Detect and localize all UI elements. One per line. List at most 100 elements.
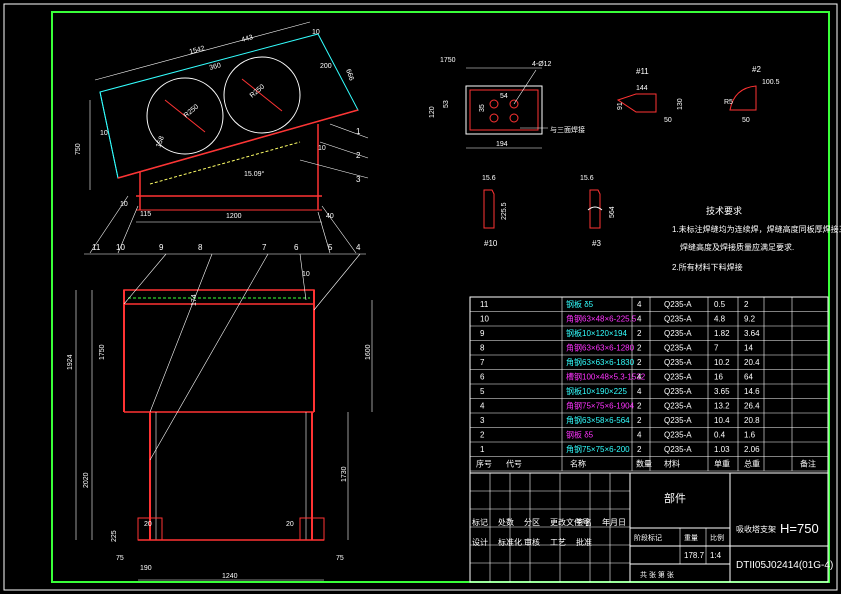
bom-no: 7 [480,358,485,367]
callout-1: 1 [356,127,361,136]
sec-dim-194: 194 [496,141,508,148]
tb-left-label: 审核 [524,537,540,547]
bom-no: 6 [480,373,485,382]
brace-line [149,141,301,185]
sec-dim-1750: 1750 [440,57,456,64]
fan-diag-right [241,78,283,112]
bom-qty: 2 [637,329,642,338]
bom-header-cell: 数量 [636,459,652,469]
bom-header-cell: 单重 [714,459,730,469]
bom-qty: 4 [637,315,642,324]
dim-10a: 10 [312,29,320,36]
bom-material: Q235-A [664,373,692,382]
tb-left-label: 处数 [498,517,514,527]
outer-frame [3,3,838,591]
fv-dim-75a: 75 [116,555,124,562]
fv-dim-2020: 2020 [83,472,90,488]
hole-1 [489,99,499,109]
bom-name: 角钢75×75×6-200 [566,444,630,454]
bom-material: Q235-A [664,358,692,367]
bom-name: 角钢63×58×6-564 [566,415,630,425]
callout-3: 3 [356,175,361,184]
bom-total-weight: 20.8 [744,416,760,425]
bom-name: 钢板10×120×194 [566,328,627,338]
dim-360: 360 [209,62,222,72]
tb-scale-label: 比例 [710,533,724,542]
fan-diag-left [164,99,206,133]
bom-no: 3 [480,416,485,425]
dim-750: 750 [75,143,82,155]
dim-10b: 10 [100,130,108,137]
bom-unit-weight: 1.03 [714,445,730,454]
dim-1200: 1200 [226,213,242,220]
fv-dim-20a: 20 [144,521,152,528]
fv-dim-10: 10 [302,271,310,278]
tilted-housing [99,33,359,179]
hole-4 [509,113,519,123]
bom-material: Q235-A [664,402,692,411]
fv-dim-20b: 20 [286,521,294,528]
radius-left: R250 [183,103,200,119]
sec-dim-holes: 4-Ø12 [532,61,552,68]
part-11-label: #11 [636,67,649,76]
callout-4: 4 [356,243,361,252]
bom-total-weight: 1.6 [744,431,756,440]
bom-qty: 2 [637,358,642,367]
callout-2: 2 [356,151,361,160]
hole-2 [509,99,519,109]
bom-qty: 4 [637,431,642,440]
part-view-11: #11 144 91 130 50 [616,67,684,124]
tb-left-label: 更改文件号 [550,517,590,527]
bom-no: 11 [480,300,489,309]
bom-name: 钢板 δ5 [566,299,594,309]
part-10-label: #10 [484,239,498,248]
bom-material: Q235-A [664,344,692,353]
bom-total-weight: 2.06 [744,445,760,454]
part-view-10: #10 15.6 225.5 [482,175,508,248]
drawing-border [51,11,830,583]
dim-115: 115 [140,211,151,218]
bom-material: Q235-A [664,329,692,338]
tb-drawing-name: 吸收塔支架 [736,524,776,534]
callout-5: 5 [328,243,333,252]
bom-qty: 2 [637,416,642,425]
part-view-3: #3 15.6 564 [580,175,616,248]
tech-req-line-2: 焊缝高度及焊接质量应满足要求. [680,242,794,252]
bom-name: 角钢75×75×6-1904 [566,401,635,411]
callout-10: 10 [116,243,125,252]
bom-unit-weight: 7 [714,344,719,353]
tb-sheet: 共 张 第 张 [640,570,674,579]
tech-req-line-1: 1.未标注焊缝均为连续焊，焊缝高度同板厚焊接三面 [672,224,841,234]
fv-dim-1750: 1750 [99,344,106,360]
part-11-dim-130: 130 [677,98,684,110]
callout-8: 8 [198,243,203,252]
bom-unit-weight: 0.5 [714,300,726,309]
bom-name: 角钢63×63×6-1280 [566,343,635,353]
fv-dim-225: 225 [111,530,118,542]
bom-qty: 4 [637,300,642,309]
dim-666: 666 [344,68,355,81]
bom-total-weight: 20.4 [744,358,760,367]
tb-left-label: 标准化 [498,537,522,547]
bom-material: Q235-A [664,300,692,309]
fan-circle-left [146,77,224,155]
fv-dim-190: 190 [140,565,152,572]
bom-material: Q235-A [664,416,692,425]
bom-no: 10 [480,315,489,324]
bom-name: 角钢63×63×6-1830 [566,357,635,367]
dim-10d: 10 [120,201,128,208]
bom-qty: 2 [637,344,642,353]
tb-left-label: 设计 [472,537,488,547]
fan-circle-right [223,56,301,134]
bom-no: 8 [480,344,485,353]
part-2-dim-50: 50 [742,117,750,124]
tb-part-label: 部件 [664,491,686,505]
dim-443: 443 [241,34,254,44]
bom-no: 5 [480,387,485,396]
bom-no: 4 [480,402,485,411]
bom-header-cell: 序号 [476,459,492,469]
front-view: 10 174 1750 1924 1600 1730 2020 225 20 2… [67,253,373,581]
sec-dim-120: 120 [429,106,436,118]
